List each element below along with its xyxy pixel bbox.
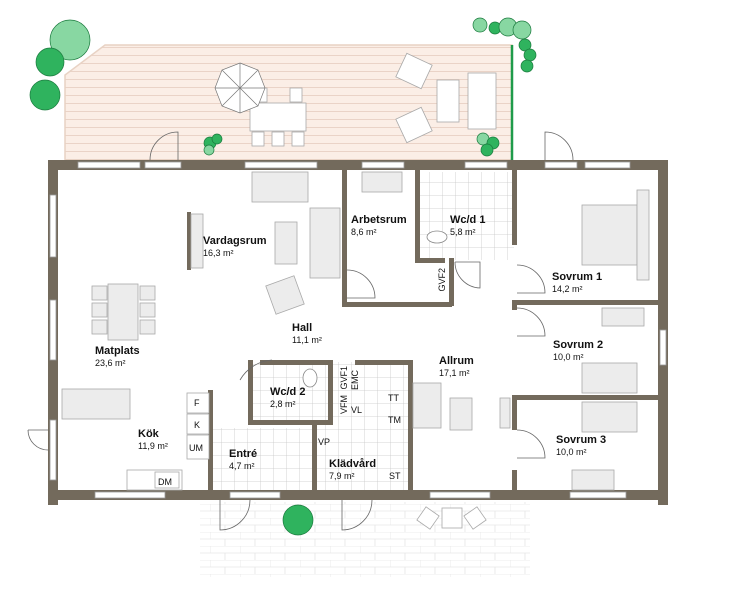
room-entre: Entré 4,7 m² — [229, 448, 257, 471]
room-sovrum2: Sovrum 2 10,0 m² — [553, 339, 603, 362]
room-area: 14,2 m² — [552, 283, 583, 294]
room-name: Wc/d 1 — [450, 214, 486, 226]
shrub-icon — [203, 144, 215, 156]
room-area: 10,0 m² — [553, 351, 584, 362]
coffee-table — [274, 221, 298, 265]
fixture-k: K — [194, 420, 201, 430]
room-area: 11,9 m² — [138, 440, 168, 451]
bed-3 — [581, 401, 638, 433]
windows — [49, 161, 667, 499]
room-name: Sovrum 2 — [553, 339, 604, 351]
room-area: 8,6 m² — [351, 226, 377, 237]
tree-icon — [29, 79, 61, 111]
fixture-um: UM — [189, 443, 203, 453]
shrub-icon — [480, 143, 494, 157]
doors — [27, 131, 574, 531]
terrace-table — [249, 102, 307, 132]
room-name: Klädvård — [329, 458, 377, 470]
lounge-chair-1 — [395, 52, 433, 90]
room-area: 7,9 m² — [329, 470, 355, 481]
toilets — [302, 230, 448, 388]
trees — [29, 17, 537, 536]
lounge-table — [436, 79, 460, 123]
fixture-vfm: VFM — [339, 395, 349, 414]
fixture-f: F — [194, 398, 200, 408]
fixture-vl: VL — [351, 405, 363, 415]
room-name: Kök — [138, 428, 159, 440]
sofa-top — [251, 171, 309, 203]
room-vardagsrum: Vardagsrum 16,3 m² — [203, 235, 267, 258]
room-name: Arbetsrum — [351, 214, 407, 226]
dining-table — [107, 283, 139, 341]
interior-walls — [187, 170, 662, 492]
shrub-icon — [520, 59, 534, 73]
room-name: Sovrum 1 — [552, 271, 603, 283]
armchair — [265, 275, 305, 315]
entre-tiles — [212, 428, 316, 490]
lounge-chair-2 — [395, 106, 433, 144]
shrub-icon — [518, 38, 532, 52]
room-kok: Kök 11,9 m² — [138, 428, 168, 451]
tv-unit — [190, 213, 204, 269]
room-area: 16,3 m² — [203, 247, 234, 258]
room-kladvard: Klädvård 7,9 m² — [329, 458, 376, 481]
room-area: 10,0 m² — [556, 446, 587, 457]
room-wcd2: Wc/d 2 2,8 m² — [270, 386, 305, 409]
allrum-sofa — [412, 382, 442, 429]
room-sovrum3: Sovrum 3 10,0 m² — [556, 434, 606, 457]
room-name: Entré — [229, 448, 258, 460]
furniture — [61, 52, 650, 530]
fixture-emc: EMC — [350, 370, 360, 390]
tree-icon — [35, 47, 65, 77]
room-sovrum1: Sovrum 1 14,2 m² — [552, 271, 602, 294]
kitchen-island — [61, 388, 131, 420]
room-area: 5,8 m² — [450, 226, 476, 237]
tree-icon — [49, 19, 91, 61]
room-area: 2,8 m² — [270, 398, 296, 409]
allrum-table — [449, 397, 473, 431]
room-area: 17,1 m² — [439, 367, 470, 378]
desk — [361, 171, 403, 193]
room-name: Hall — [292, 322, 313, 334]
room-name: Sovrum 3 — [556, 434, 607, 446]
bed-1 — [581, 204, 638, 266]
shrub-icon — [472, 17, 488, 33]
room-wcd1: Wc/d 1 5,8 m² — [450, 214, 485, 237]
room-hall: Hall 11,1 m² — [292, 322, 322, 345]
wcd1-tiles — [420, 172, 514, 260]
room-allrum: Allrum 17,1 m² — [439, 355, 474, 378]
desk-2 — [601, 307, 645, 327]
fixture-dm: DM — [158, 477, 172, 487]
fixture-gvf2: GVF2 — [437, 268, 447, 292]
room-name: Allrum — [439, 355, 474, 367]
room-name: Wc/d 2 — [270, 386, 306, 398]
fixture-st: ST — [389, 471, 401, 481]
umbrella-icon — [214, 62, 266, 114]
bed-2 — [581, 362, 638, 394]
fixture-tt: TT — [388, 393, 399, 403]
shrub-icon — [211, 133, 223, 145]
room-matplats: Matplats 23,6 m² — [95, 345, 140, 368]
shrub-icon — [523, 48, 537, 62]
room-name: Vardagsrum — [203, 235, 267, 247]
desk-3 — [571, 469, 615, 491]
fixture-tm: TM — [388, 415, 401, 425]
lounge-sofa — [467, 72, 497, 130]
shrub-icon — [282, 504, 314, 536]
room-arbetsrum: Arbetsrum 8,6 m² — [351, 214, 407, 237]
room-area: 4,7 m² — [229, 460, 255, 471]
shrub-icon — [512, 20, 532, 40]
room-area: 11,1 m² — [292, 334, 322, 345]
room-name: Matplats — [95, 345, 140, 357]
fixture-vp: VP — [318, 437, 331, 447]
room-area: 23,6 m² — [95, 357, 126, 368]
sofa-right — [309, 207, 341, 279]
fixture-gvf1: GVF1 — [339, 366, 349, 390]
